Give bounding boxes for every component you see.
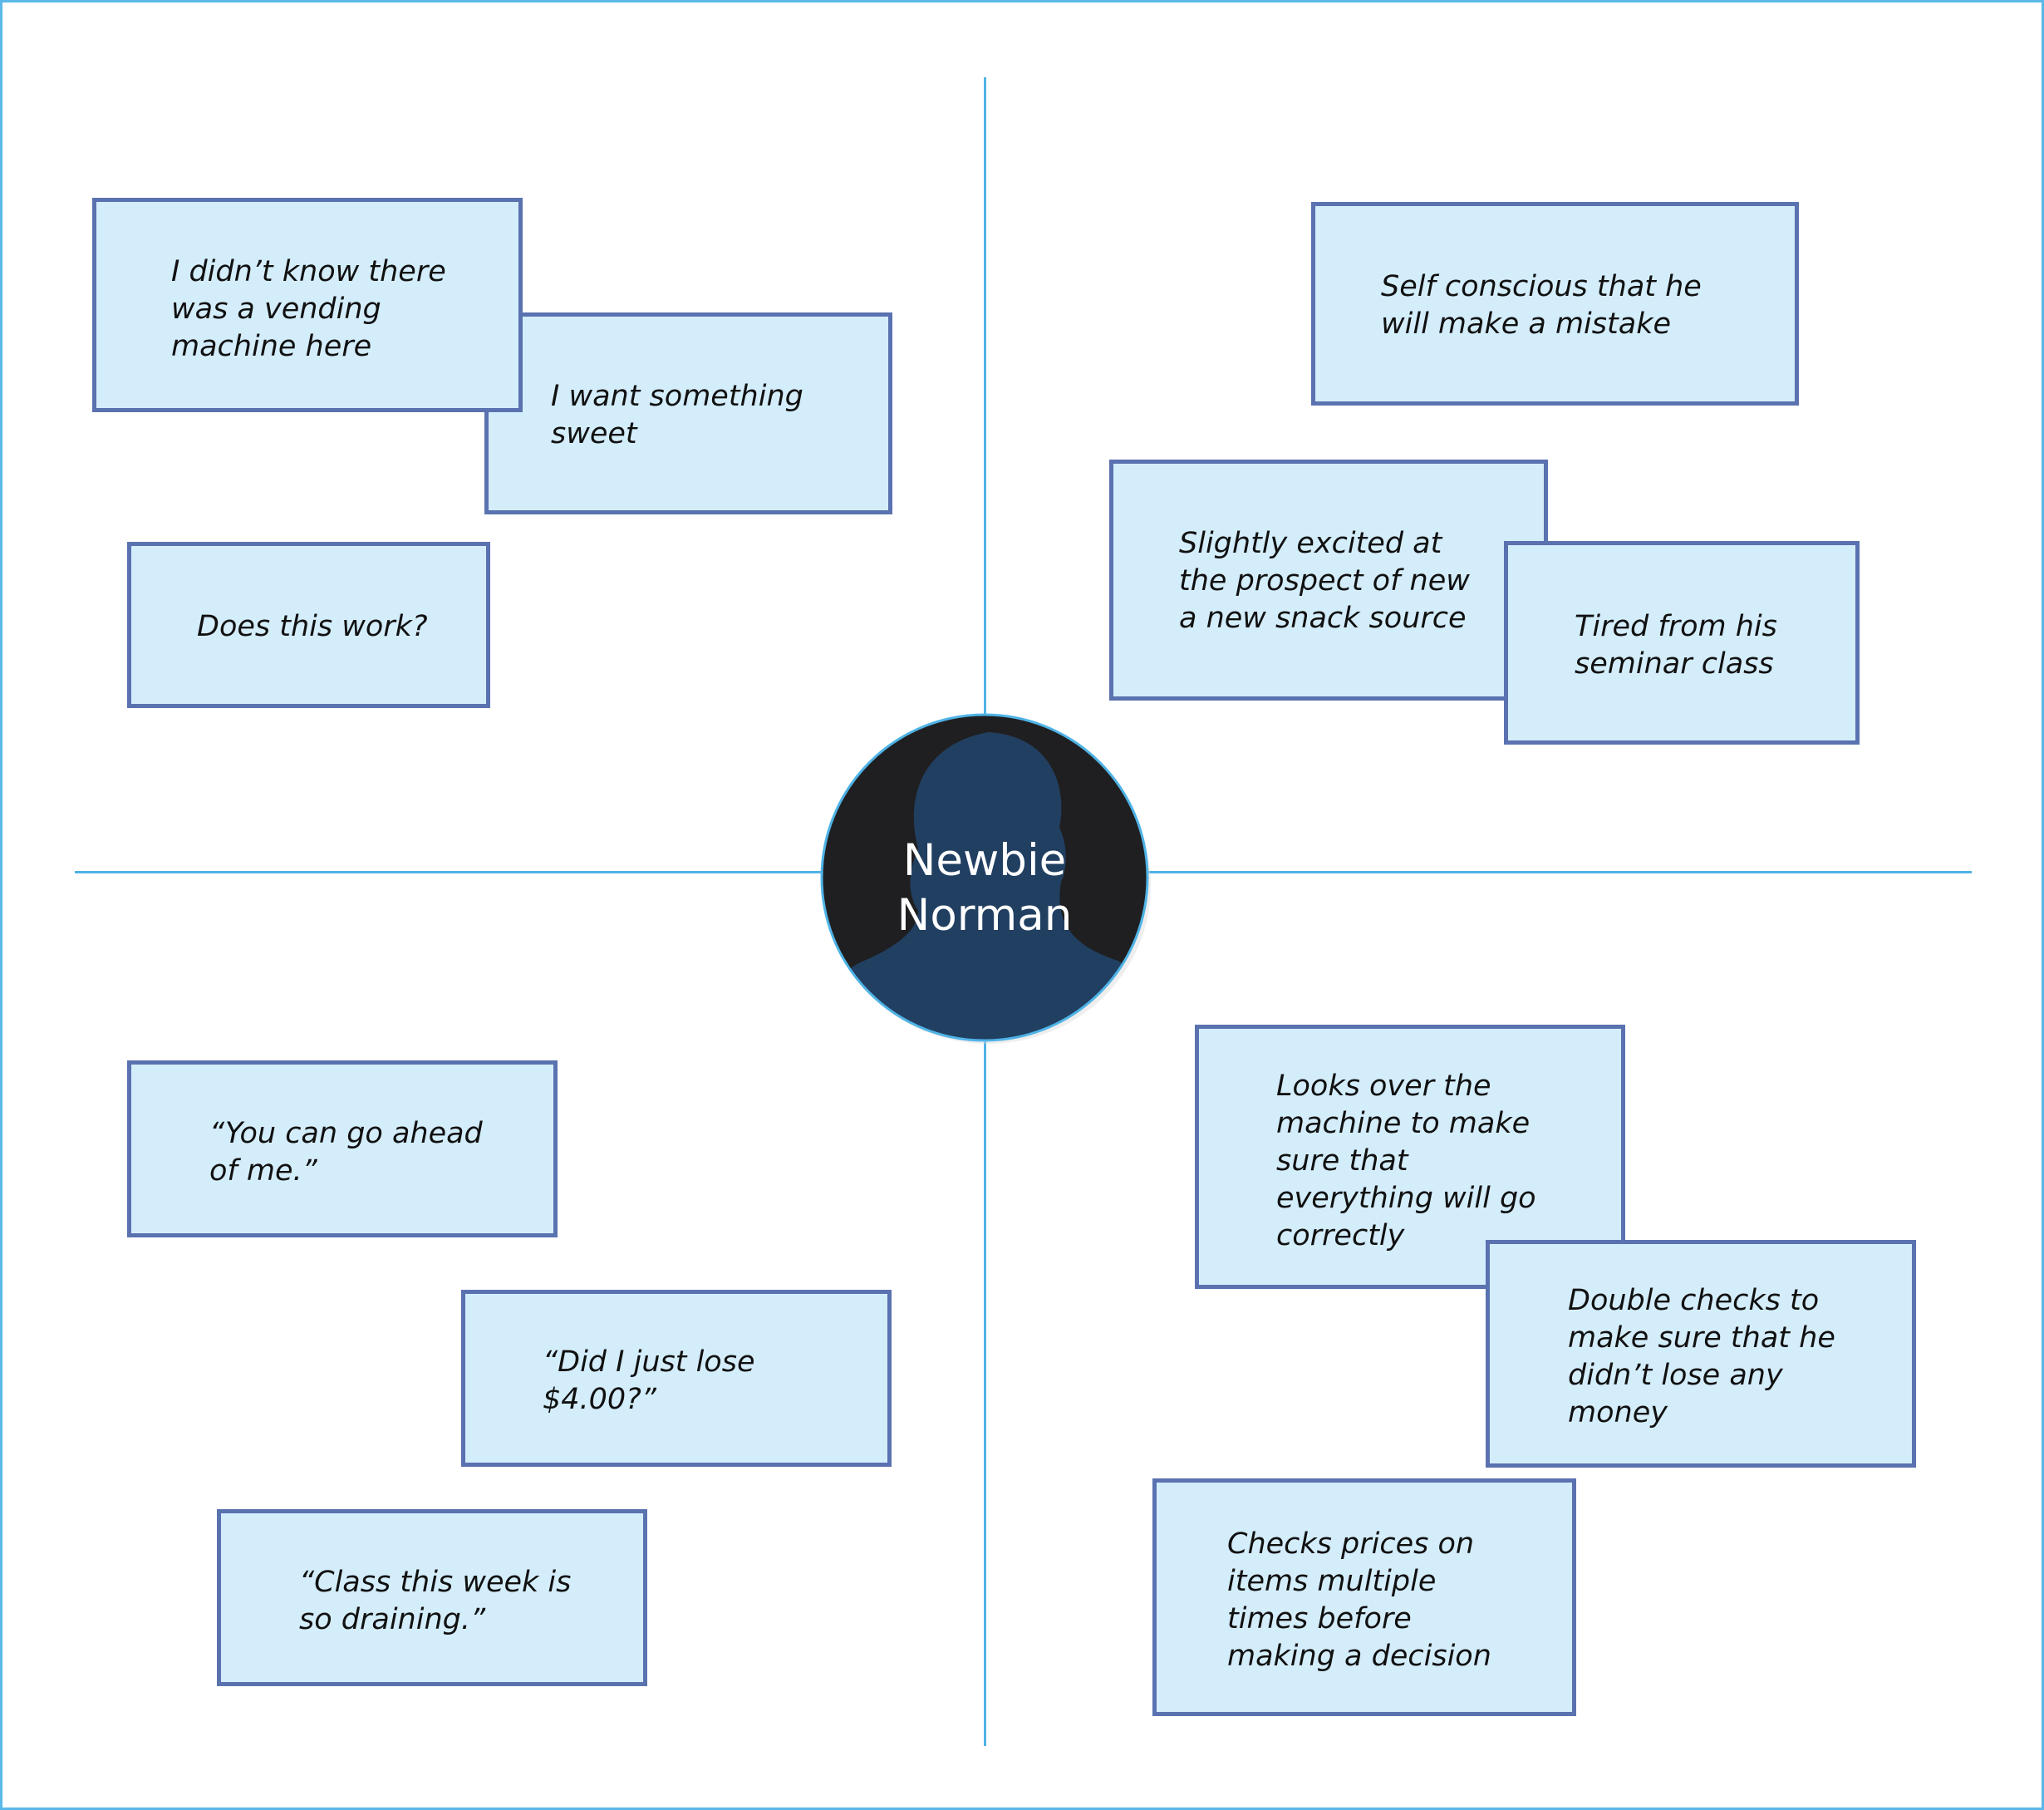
- sticky-note[interactable]: “You can go ahead of me.”: [127, 1060, 558, 1237]
- sticky-note[interactable]: Slightly excited at the prospect of new …: [1109, 460, 1548, 701]
- sticky-note[interactable]: I didn’t know there was a vending machin…: [92, 198, 523, 412]
- note-text: Self conscious that he will make a mista…: [1381, 270, 1702, 341]
- note-text: Checks prices on items multiple times be…: [1227, 1527, 1491, 1673]
- vertical-axis-bottom: [984, 1040, 986, 1746]
- sticky-note[interactable]: Double checks to make sure that he didn’…: [1486, 1240, 1916, 1468]
- avatar-ring: [820, 713, 1149, 1042]
- sticky-note[interactable]: Checks prices on items multiple times be…: [1152, 1478, 1576, 1716]
- horizontal-axis-right: [1144, 871, 1972, 873]
- note-text: Does this work?: [197, 610, 428, 643]
- note-text: Tired from his seminar class: [1575, 610, 1777, 681]
- sticky-note[interactable]: Does this work?: [127, 542, 490, 708]
- sticky-note[interactable]: Looks over the machine to make sure that…: [1195, 1025, 1625, 1289]
- sticky-note[interactable]: Tired from his seminar class: [1504, 541, 1860, 745]
- note-text: Slightly excited at the prospect of new …: [1179, 527, 1470, 635]
- persona-name: Newbie Norman: [897, 835, 1073, 941]
- sticky-note[interactable]: Self conscious that he will make a mista…: [1311, 202, 1799, 406]
- note-text: “Did I just lose $4.00?”: [543, 1345, 755, 1416]
- horizontal-axis-left: [75, 871, 825, 873]
- note-text: I didn’t know there was a vending machin…: [171, 255, 446, 363]
- sticky-note[interactable]: “Class this week is so draining.”: [217, 1509, 647, 1686]
- sticky-note[interactable]: “Did I just lose $4.00?”: [461, 1290, 892, 1467]
- persona-avatar: [820, 713, 1151, 1044]
- note-text: “You can go ahead of me.”: [209, 1117, 483, 1188]
- vertical-axis-top: [984, 77, 986, 716]
- note-text: Double checks to make sure that he didn’…: [1568, 1284, 1835, 1429]
- person-silhouette-icon: [822, 732, 1147, 1040]
- note-text: “Class this week is so draining.”: [299, 1566, 572, 1636]
- sticky-note[interactable]: I want something sweet: [484, 312, 892, 514]
- note-text: Looks over the machine to make sure that…: [1276, 1070, 1536, 1252]
- note-text: I want something sweet: [551, 380, 803, 450]
